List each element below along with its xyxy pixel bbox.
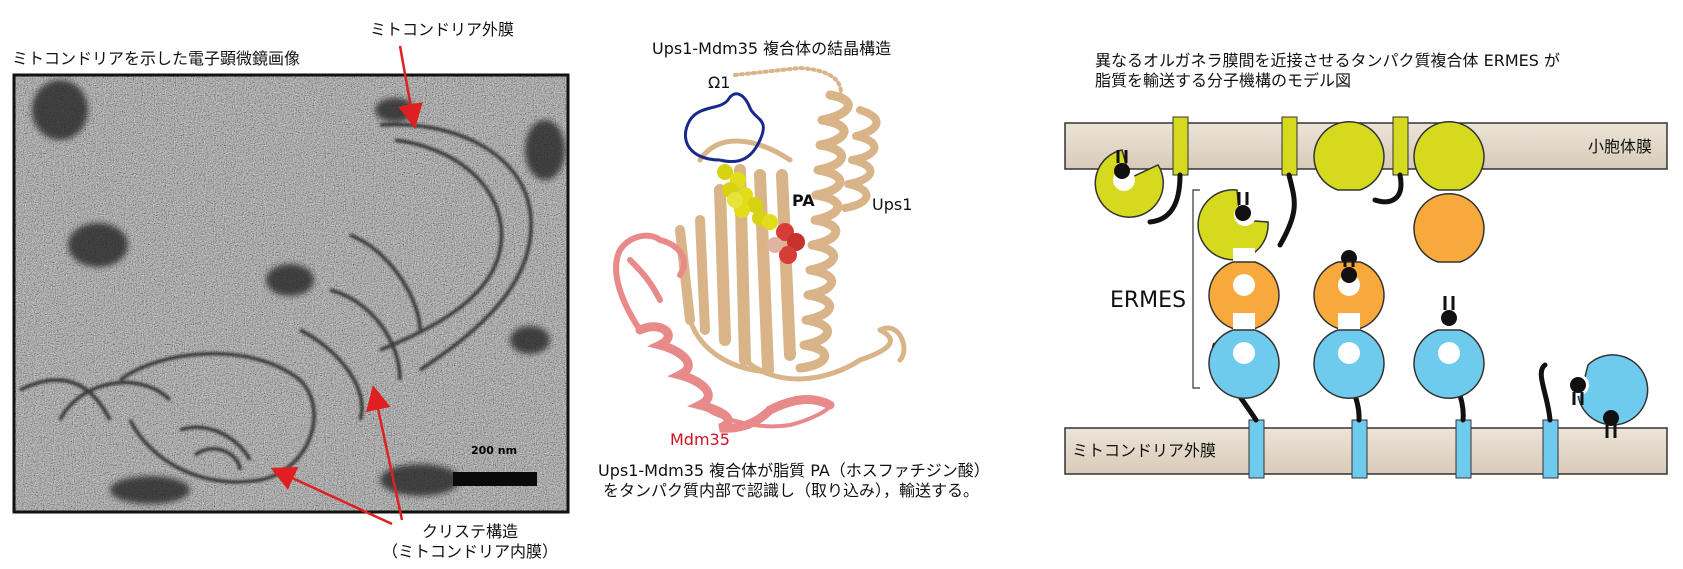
omega1-label: Ω1 xyxy=(708,73,731,92)
cristae-arrow-1 xyxy=(365,385,404,521)
ermes-column-3 xyxy=(1413,121,1485,399)
mdm35-ribbon xyxy=(613,232,835,433)
scalebar-label: 200 nm xyxy=(471,444,518,457)
omega1-loop xyxy=(683,92,765,164)
mito-anchor-3 xyxy=(1455,419,1472,479)
cristae-label-line1: クリステ構造 xyxy=(421,522,518,541)
outer-membrane-label: ミトコンドリア外膜 xyxy=(370,20,515,39)
ermes-column-2 xyxy=(1313,121,1385,399)
electron-micrograph xyxy=(14,75,568,512)
scalebar xyxy=(453,472,537,486)
ermes-bracket xyxy=(1192,189,1200,389)
ermes-subunit-er-single xyxy=(1094,149,1165,218)
er-anchor-1 xyxy=(1172,116,1189,176)
er-membrane-label: 小胞体膜 xyxy=(1588,137,1653,156)
crystal-panel-title: Ups1-Mdm35 複合体の結晶構造 xyxy=(652,39,892,58)
er-anchor-3 xyxy=(1392,116,1409,176)
crystal-caption-line2: をタンパク質内部で認識し（取り込み），輸送する。 xyxy=(603,481,980,500)
ermes-subunit-mito-single xyxy=(1567,354,1649,426)
em-panel-title: ミトコンドリアを示した電子顕微鏡画像 xyxy=(12,49,301,68)
mito-anchor-4 xyxy=(1542,419,1559,479)
ermes-column-1 xyxy=(1197,189,1280,399)
mito-membrane-label: ミトコンドリア外膜 xyxy=(1072,441,1217,460)
mdm35-label: Mdm35 xyxy=(670,430,730,449)
ups1-label: Ups1 xyxy=(872,195,913,214)
mito-anchor-2 xyxy=(1351,419,1368,479)
pa-label: PA xyxy=(792,191,815,210)
pa-lipid-spheres xyxy=(717,164,805,264)
ermes-title-line1: 異なるオルガネラ膜間を近接させるタンパク質複合体 ERMES が xyxy=(1095,51,1560,70)
er-anchor-2 xyxy=(1281,116,1298,176)
outer-membrane-arrow xyxy=(398,45,423,129)
ermes-complex-label: ERMES xyxy=(1110,288,1187,313)
cristae-arrow-2 xyxy=(270,467,393,526)
cristae-label-line2: （ミトコンドリア内膜） xyxy=(381,542,558,561)
ermes-title-line2: 脂質を輸送する分子機構のモデル図 xyxy=(1095,71,1352,90)
mito-anchor-1 xyxy=(1248,419,1265,479)
lipid-on-mito-membrane xyxy=(1603,410,1619,438)
crystal-caption-line1: Ups1-Mdm35 複合体が脂質 PA（ホスファチジン酸） xyxy=(598,461,990,480)
